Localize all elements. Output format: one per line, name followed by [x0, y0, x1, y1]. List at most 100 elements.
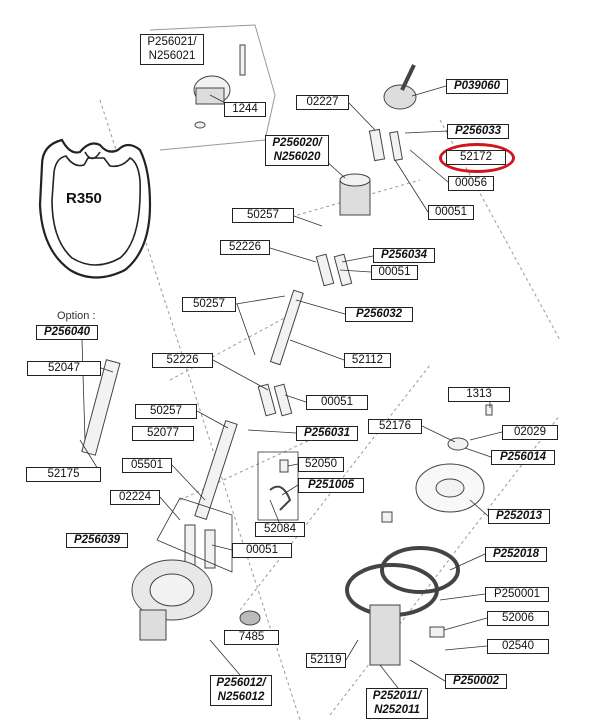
fastener-part	[485, 404, 493, 416]
section-divider	[239, 364, 431, 611]
part-label: 52084	[255, 522, 305, 537]
part-label: 00051	[306, 395, 368, 410]
part-label: 00051	[371, 265, 418, 280]
bar-part	[315, 253, 335, 287]
leader-line	[212, 359, 269, 391]
leader-line	[409, 149, 449, 183]
part-label: 52047	[27, 361, 101, 376]
leader-line	[409, 659, 446, 682]
coupling-top	[339, 173, 371, 187]
section-divider	[179, 439, 311, 501]
leader-line	[289, 339, 345, 361]
tube-part	[368, 128, 386, 162]
leader-line	[287, 463, 299, 467]
part-label: P256020/ N256020	[265, 135, 329, 166]
nut-part	[239, 610, 261, 626]
part-label: 02227	[296, 95, 349, 110]
small-part	[279, 459, 289, 473]
bar-part	[273, 383, 293, 417]
part-label: P256014	[491, 450, 555, 465]
part-label: P256040	[36, 325, 98, 340]
bar-part	[184, 524, 196, 566]
part-label: 05501	[122, 458, 172, 473]
part-label: P256021/ N256021	[140, 34, 204, 65]
leader-line	[236, 303, 256, 356]
leader-line	[235, 295, 286, 305]
spring-part	[380, 546, 460, 594]
leader-line	[269, 499, 280, 523]
highlight-ellipse	[439, 143, 515, 173]
group-bracket	[156, 497, 233, 573]
part-label: 00051	[428, 205, 474, 220]
crank-rod-part	[400, 64, 416, 91]
long-rod-part	[194, 419, 238, 521]
leader-line	[281, 484, 299, 496]
part-label: 50257	[232, 208, 294, 223]
part-label: P256033	[447, 124, 509, 139]
bar-part	[204, 529, 216, 569]
part-label: 02224	[110, 490, 160, 505]
pin-part	[239, 44, 246, 76]
drum-inner	[149, 573, 195, 607]
part-label: 52172	[446, 150, 506, 165]
r350-profile-shape	[38, 138, 152, 279]
part-label: P256032	[345, 307, 413, 322]
leader-line	[469, 431, 503, 441]
part-label: P252011/ N252011	[366, 688, 428, 719]
leader-line	[81, 339, 86, 441]
clip-part	[381, 511, 393, 523]
leader-line	[247, 429, 297, 434]
option-label: Option :	[57, 310, 96, 322]
clip-part	[194, 121, 206, 129]
part-label: 52112	[344, 353, 391, 368]
part-label: 00051	[232, 543, 292, 558]
part-label: 52050	[298, 457, 344, 472]
part-label: 00056	[448, 176, 494, 191]
leader-line	[443, 617, 488, 631]
tube-part	[389, 130, 403, 162]
part-label: 52077	[132, 426, 194, 441]
bar-part	[257, 383, 277, 417]
leader-line	[464, 447, 492, 458]
section-divider	[169, 314, 291, 381]
leader-line	[411, 85, 447, 97]
leader-line	[421, 425, 456, 443]
leader-line	[394, 159, 429, 213]
leader-line	[339, 269, 372, 273]
leader-line	[439, 593, 486, 601]
part-label: 50257	[182, 297, 236, 312]
leader-line	[295, 299, 346, 315]
part-label: 02540	[487, 639, 549, 654]
part-label: P252013	[488, 509, 550, 524]
bracket-part	[429, 626, 445, 638]
leader-line	[171, 464, 206, 501]
part-label: P251005	[298, 478, 364, 493]
leader-line	[269, 247, 317, 263]
r350-groove	[84, 151, 101, 160]
leader-line	[209, 639, 241, 676]
leader-line	[211, 544, 233, 551]
leader-line	[348, 102, 376, 131]
leader-line	[379, 664, 399, 689]
part-label: 52006	[487, 611, 549, 626]
gear-part	[139, 609, 167, 641]
leader-line	[345, 639, 359, 661]
part-label: P256039	[66, 533, 128, 548]
part-label: 52175	[26, 467, 101, 482]
leader-line	[293, 215, 323, 227]
wire-part	[269, 485, 292, 511]
part-label: 52119	[306, 653, 346, 668]
leader-line	[100, 367, 114, 373]
part-label: 1313	[448, 387, 510, 402]
long-rod-part	[269, 289, 304, 366]
part-label: P256034	[373, 248, 435, 263]
part-label: P256031	[296, 426, 358, 441]
leader-line	[404, 130, 448, 134]
top-box-outline	[149, 24, 276, 151]
leader-line	[341, 255, 374, 263]
leader-line	[449, 553, 486, 571]
r350-profile-inner	[51, 155, 141, 266]
part-label: P039060	[446, 79, 508, 94]
part-label: 52226	[220, 240, 270, 255]
